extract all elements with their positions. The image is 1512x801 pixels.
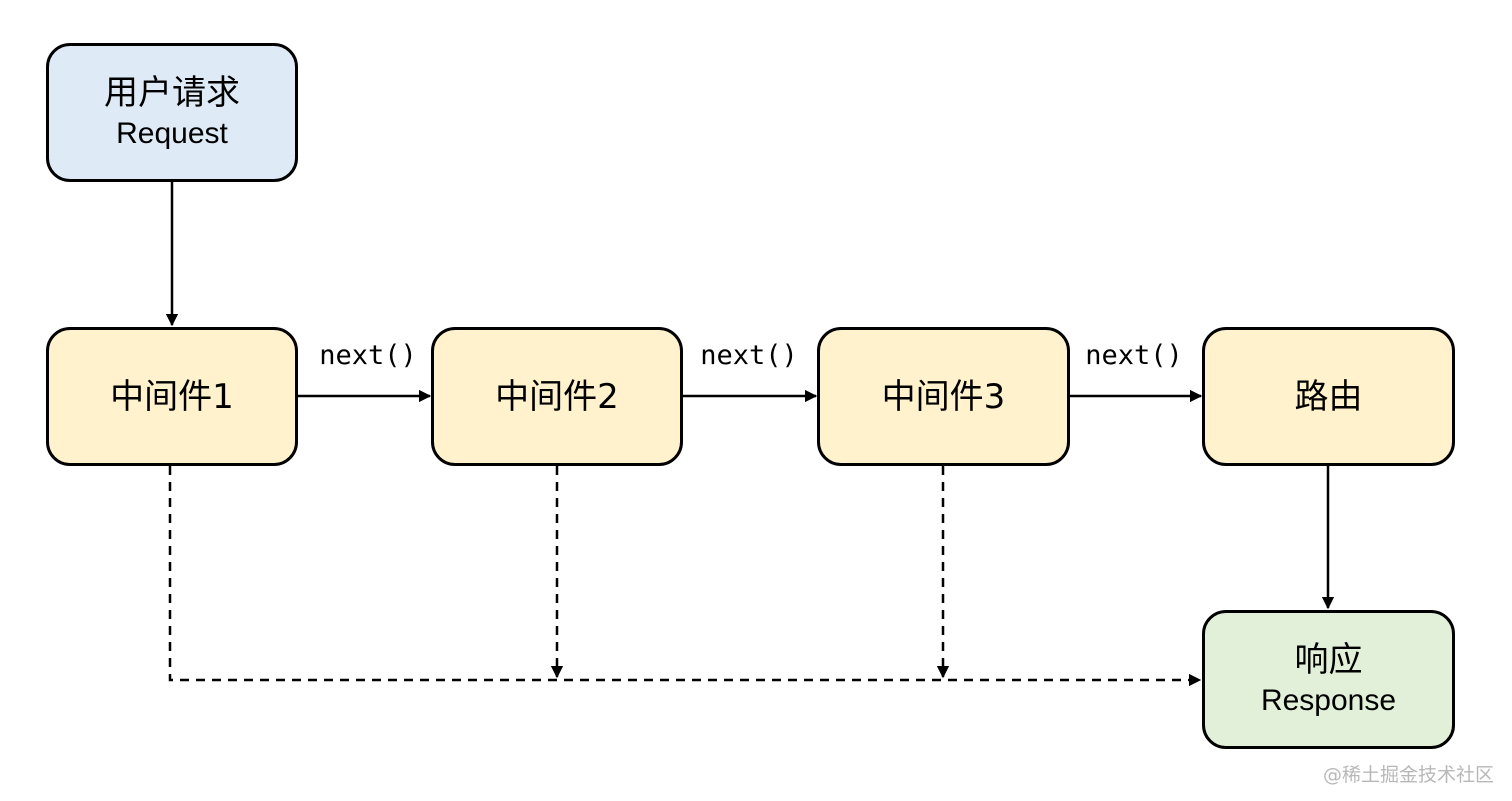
node-response-label-cn: 响应 — [1294, 639, 1363, 680]
node-middleware1: 中间件1 — [46, 327, 298, 466]
node-request-label-en: Request — [116, 116, 228, 150]
edge-label-next-2: next() — [700, 340, 798, 371]
node-response: 响应 Response — [1202, 610, 1455, 749]
node-router-label: 路由 — [1294, 376, 1363, 417]
node-response-label-en: Response — [1260, 683, 1397, 717]
edge-label-next-3: next() — [1085, 340, 1183, 371]
dashed-return-middleware1 — [168, 466, 1202, 687]
node-middleware3: 中间件3 — [817, 327, 1070, 466]
node-request: 用户请求 Request — [46, 43, 298, 182]
edge-label-next-1: next() — [319, 340, 417, 371]
node-middleware3-label: 中间件3 — [881, 376, 1006, 417]
watermark: @稀土掘金技术社区 — [1322, 764, 1494, 786]
node-router: 路由 — [1202, 327, 1455, 466]
node-request-label-cn: 用户请求 — [104, 72, 240, 113]
node-middleware2: 中间件2 — [431, 327, 683, 466]
node-middleware2-label: 中间件2 — [495, 376, 619, 417]
node-middleware1-label: 中间件1 — [110, 376, 234, 417]
